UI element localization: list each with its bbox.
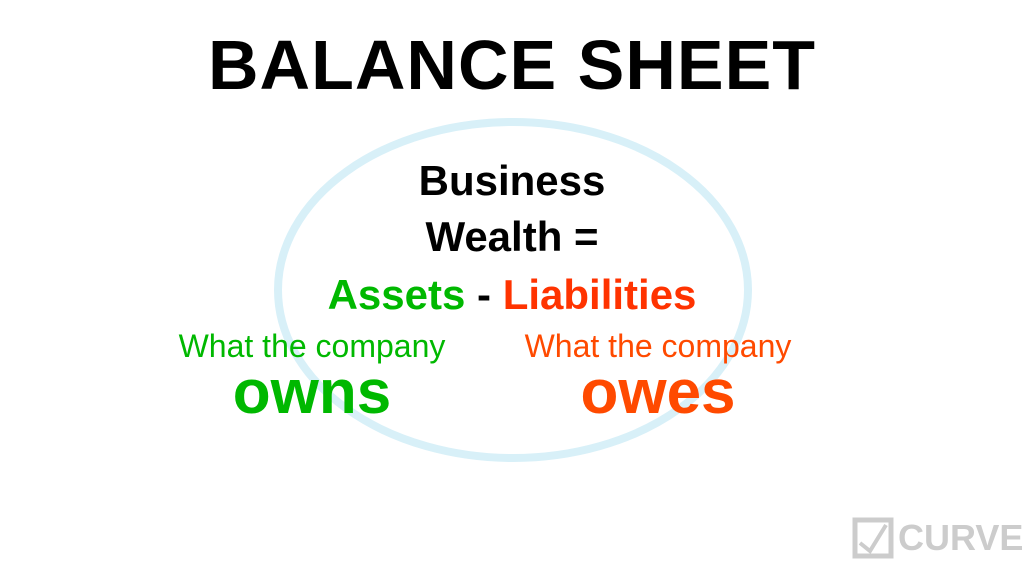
equation-formula: Assets - Liabilities: [328, 274, 697, 316]
liabilities-term: Liabilities: [502, 271, 697, 318]
equation-line-2: Wealth =: [425, 213, 599, 260]
equation-line-1: Business: [418, 157, 606, 204]
assets-term: Assets: [327, 271, 466, 318]
slide-title: BALANCE SHEET: [207, 26, 817, 104]
assets-description: What the company: [178, 328, 446, 364]
liabilities-description: What the company: [524, 328, 792, 364]
curve-logo: CURVE: [852, 517, 1023, 559]
minus-sign: -: [477, 271, 492, 318]
logo-text: CURVE: [898, 517, 1024, 558]
assets-keyword: owns: [232, 358, 392, 427]
liabilities-keyword: owes: [580, 358, 736, 427]
checkbox-icon: [852, 517, 894, 559]
